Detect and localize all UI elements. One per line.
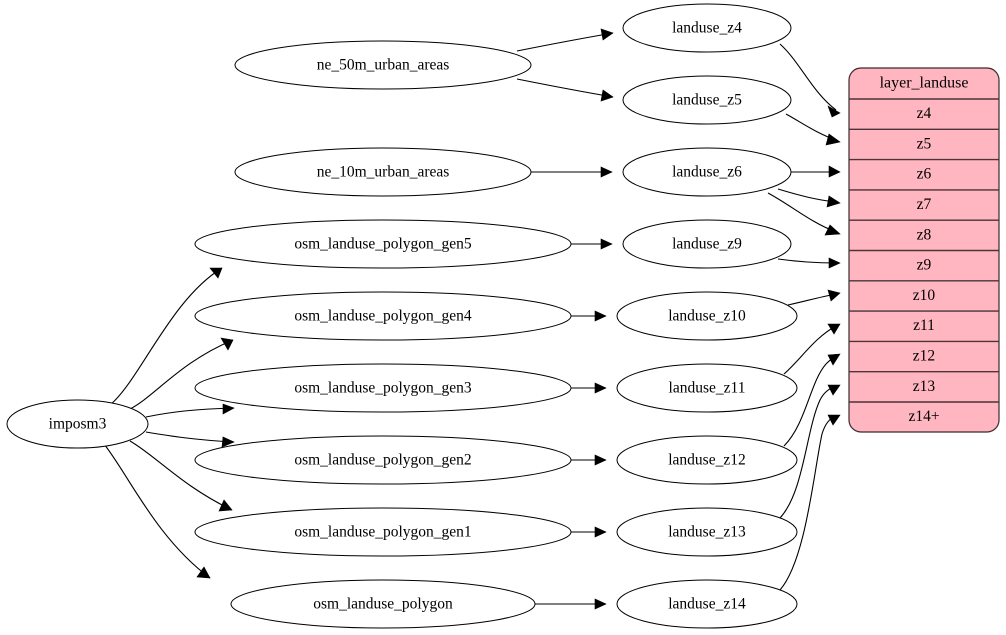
node-ne-50m-urban-areas[interactable]: ne_50m_urban_areas bbox=[234, 40, 532, 90]
node-osm-landuse-polygon-gen5-label: osm_landuse_polygon_gen5 bbox=[294, 236, 472, 253]
table-row-z14-plus[interactable]: z14+ bbox=[908, 408, 939, 425]
node-osm-landuse-polygon-gen3[interactable]: osm_landuse_polygon_gen3 bbox=[194, 363, 572, 413]
edge-gen5-to-landuse-z9 bbox=[571, 238, 613, 250]
table-header-label: layer_landuse bbox=[880, 75, 969, 92]
edge-landuse-z6-to-row-z6 bbox=[791, 165, 841, 178]
node-ne-50m-urban-areas-label: ne_50m_urban_areas bbox=[317, 57, 450, 74]
table-row-z5[interactable]: z5 bbox=[917, 135, 932, 152]
node-landuse-z6[interactable]: landuse_z6 bbox=[622, 147, 792, 197]
table-row-z8[interactable]: z8 bbox=[917, 226, 932, 243]
node-osm-landuse-polygon-gen4[interactable]: osm_landuse_polygon_gen4 bbox=[194, 291, 572, 341]
edge-landuse-z4-to-row-z4 bbox=[779, 43, 841, 118]
edge-gen1-to-landuse-z13 bbox=[571, 526, 607, 538]
edge-gen2-to-landuse-z12 bbox=[571, 454, 607, 466]
edge-ne10m-to-landuse-z6 bbox=[531, 166, 613, 178]
table-row-z13[interactable]: z13 bbox=[913, 378, 936, 395]
node-landuse-z9-label: landuse_z9 bbox=[672, 236, 742, 253]
node-osm-landuse-polygon-gen4-label: osm_landuse_polygon_gen4 bbox=[294, 308, 472, 325]
table-row-z7[interactable]: z7 bbox=[917, 196, 932, 213]
table-row-z6[interactable]: z6 bbox=[917, 166, 932, 183]
node-landuse-z14-label: landuse_z14 bbox=[668, 596, 746, 613]
node-landuse-z11[interactable]: landuse_z11 bbox=[616, 363, 798, 413]
node-imposm3-label: imposm3 bbox=[49, 416, 107, 433]
edge-imposm3-to-gen3 bbox=[145, 403, 235, 418]
node-landuse-z5[interactable]: landuse_z5 bbox=[622, 75, 792, 125]
node-osm-landuse-polygon-gen1[interactable]: osm_landuse_polygon_gen1 bbox=[194, 507, 572, 557]
edge-gen3-to-landuse-z11 bbox=[571, 382, 607, 394]
edge-landuse-z9-to-row-z9 bbox=[777, 257, 841, 269]
edge-imposm3-to-gen4 bbox=[129, 337, 234, 410]
node-osm-landuse-polygon-gen2[interactable]: osm_landuse_polygon_gen2 bbox=[194, 435, 572, 485]
edge-ne50m-to-landuse-z5 bbox=[516, 78, 614, 102]
edge-landuse-z12-to-row-z12 bbox=[783, 353, 841, 447]
node-landuse-z14[interactable]: landuse_z14 bbox=[616, 579, 798, 629]
edge-imposm3-to-gen2 bbox=[145, 431, 235, 448]
node-layer: imposm3 ne_50m_urban_areas ne_10m_urban_… bbox=[6, 3, 798, 629]
edge-gen4-to-landuse-z10 bbox=[571, 310, 607, 322]
edge-imposm3-to-gen1 bbox=[129, 440, 233, 512]
table-row-z9[interactable]: z9 bbox=[917, 257, 932, 274]
edge-polygon-to-landuse-z14 bbox=[535, 598, 607, 610]
node-landuse-z13[interactable]: landuse_z13 bbox=[616, 507, 798, 557]
node-osm-landuse-polygon-label: osm_landuse_polygon bbox=[313, 596, 453, 613]
edge-layer bbox=[103, 28, 841, 610]
edge-landuse-z6-to-row-z8 bbox=[767, 192, 841, 236]
node-imposm3[interactable]: imposm3 bbox=[6, 399, 149, 449]
node-ne-10m-urban-areas-label: ne_10m_urban_areas bbox=[317, 164, 450, 181]
node-osm-landuse-polygon-gen1-label: osm_landuse_polygon_gen1 bbox=[294, 524, 471, 541]
node-landuse-z4[interactable]: landuse_z4 bbox=[622, 3, 792, 53]
edge-landuse-z13-to-row-z13 bbox=[779, 384, 841, 519]
edge-landuse-z14-to-row-z14plus bbox=[779, 414, 841, 591]
node-landuse-z11-label: landuse_z11 bbox=[669, 380, 746, 397]
node-landuse-z13-label: landuse_z13 bbox=[668, 524, 746, 541]
node-osm-landuse-polygon[interactable]: osm_landuse_polygon bbox=[230, 579, 536, 629]
edge-ne50m-to-landuse-z4 bbox=[516, 28, 614, 52]
table-layer-landuse[interactable]: layer_landuse z4 z5 z6 z7 z8 z9 z10 z11 … bbox=[848, 67, 1000, 433]
node-landuse-z10[interactable]: landuse_z10 bbox=[616, 291, 798, 341]
table-row-z10[interactable]: z10 bbox=[913, 287, 936, 304]
table-row-z4[interactable]: z4 bbox=[917, 105, 932, 122]
node-osm-landuse-polygon-gen3-label: osm_landuse_polygon_gen3 bbox=[294, 380, 472, 397]
edge-landuse-z5-to-row-z5 bbox=[785, 113, 841, 146]
edge-landuse-z10-to-row-z10 bbox=[787, 289, 841, 306]
node-landuse-z12-label: landuse_z12 bbox=[668, 452, 745, 469]
edge-imposm3-to-polygon bbox=[103, 443, 211, 579]
table-row-z11[interactable]: z11 bbox=[913, 317, 935, 334]
node-landuse-z6-label: landuse_z6 bbox=[672, 164, 742, 181]
edge-imposm3-to-gen5 bbox=[109, 267, 223, 406]
node-landuse-z9[interactable]: landuse_z9 bbox=[622, 219, 792, 269]
node-landuse-z12[interactable]: landuse_z12 bbox=[616, 435, 798, 485]
table-row-z12[interactable]: z12 bbox=[913, 347, 935, 364]
node-landuse-z5-label: landuse_z5 bbox=[672, 92, 742, 109]
node-ne-10m-urban-areas[interactable]: ne_10m_urban_areas bbox=[234, 147, 532, 197]
node-landuse-z4-label: landuse_z4 bbox=[672, 20, 742, 37]
node-landuse-z10-label: landuse_z10 bbox=[668, 308, 746, 325]
node-osm-landuse-polygon-gen2-label: osm_landuse_polygon_gen2 bbox=[294, 452, 471, 469]
edge-landuse-z11-to-row-z11 bbox=[783, 323, 841, 375]
node-osm-landuse-polygon-gen5[interactable]: osm_landuse_polygon_gen5 bbox=[194, 219, 572, 269]
edge-landuse-z6-to-row-z7 bbox=[777, 188, 841, 208]
